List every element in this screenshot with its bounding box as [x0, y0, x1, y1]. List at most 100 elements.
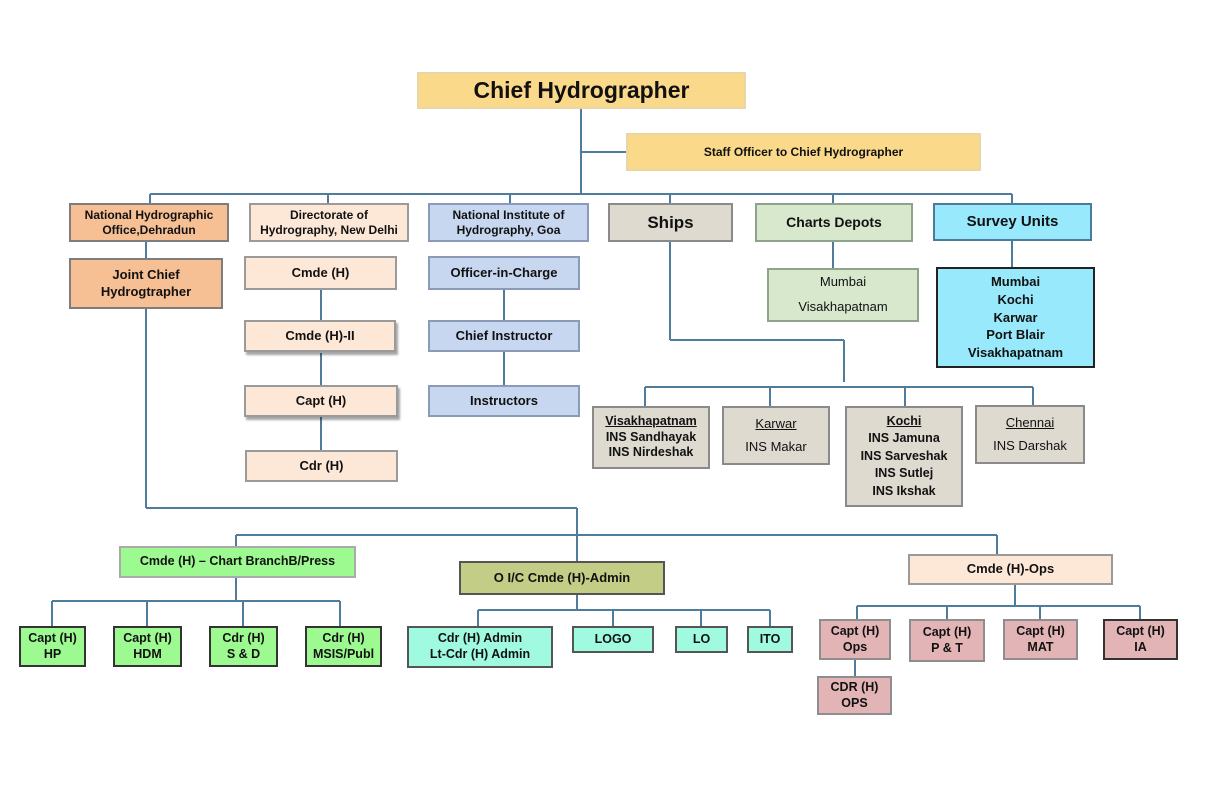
staff-officer-box: Staff Officer to Chief Hydrographer — [626, 133, 981, 171]
chart-branch-header-box: Cmde (H) – Chart BranchB/Press — [119, 546, 356, 578]
admin-post-box: Cdr (H) Admin Lt-Cdr (H) Admin — [407, 626, 553, 668]
nho-header-line1: National Hydrographic — [84, 207, 214, 222]
survey-location-label: Mumbai — [990, 273, 1041, 289]
chart-branch-post-box: Capt (H) HDM — [113, 626, 182, 667]
ops-post-box: Capt (H) Ops — [819, 619, 891, 660]
admin-header-box: O I/C Cmde (H)-Admin — [459, 561, 665, 595]
nho-header-line2: Office,Dehradun — [102, 222, 196, 237]
admin-header-label: O I/C Cmde (H)-Admin — [493, 569, 631, 585]
post-line1: Capt (H) — [922, 624, 972, 639]
charts-depots-header-box: Charts Depots — [755, 203, 913, 242]
admin-post-line1: Cdr (H) Admin — [437, 631, 523, 646]
post-line2: S & D — [226, 646, 261, 661]
logo-post-box: LOGO — [572, 626, 654, 653]
ship-group-box: Chennai INS Darshak — [975, 405, 1085, 464]
charts-depots-header-label: Charts Depots — [786, 213, 882, 230]
doh-post-label: Cmde (H) — [291, 264, 350, 280]
post-line1: Capt (H) — [28, 630, 77, 645]
survey-location-label: Visakhapatnam — [967, 345, 1064, 361]
survey-units-list-box: Mumbai Kochi Karwar Port Blair Visakhapa… — [936, 267, 1095, 368]
ship-port-label: Chennai — [1005, 415, 1055, 431]
ship-name-label: INS Sarveshak — [860, 448, 948, 463]
survey-location-label: Kochi — [997, 291, 1034, 307]
doh-post-box: Capt (H) — [244, 385, 398, 417]
post-line2: MSIS/Publ — [312, 646, 375, 661]
ship-name-label: INS Ikshak — [872, 483, 936, 498]
post-line2: OPS — [841, 695, 868, 710]
survey-units-header-box: Survey Units — [933, 203, 1092, 241]
joint-chief-box: Joint Chief Hydrogtrapher — [69, 258, 223, 309]
ship-name-label: INS Sandhayak — [605, 429, 697, 444]
ship-group-box: Visakhapatnam INS Sandhayak INS Nirdesha… — [592, 406, 710, 469]
nih-post-box: Instructors — [428, 385, 580, 417]
ships-header-box: Ships — [608, 203, 733, 242]
ships-header-label: Ships — [647, 212, 694, 232]
doh-header-line1: Directorate of — [289, 207, 369, 222]
nih-header-line2: Hydrography, Goa — [456, 222, 561, 237]
ops-header-label: Cmde (H)-Ops — [966, 561, 1055, 577]
ship-name-label: INS Makar — [745, 438, 807, 454]
chart-branch-post-box: Cdr (H) MSIS/Publ — [305, 626, 382, 667]
ops-post-box: Capt (H) MAT — [1003, 619, 1078, 660]
ship-name-label: INS Sutlej — [874, 466, 934, 481]
depot-location-label: Mumbai — [819, 274, 867, 290]
doh-post-label: Cmde (H)-II — [285, 327, 355, 343]
post-line1: Capt (H) — [830, 623, 880, 638]
ship-name-label: INS Jamuna — [868, 431, 940, 446]
ops-header-box: Cmde (H)-Ops — [908, 554, 1113, 585]
doh-header-line2: Hydrography, New Delhi — [260, 222, 398, 237]
post-line2: HDM — [133, 646, 162, 661]
logo-post-label: LOGO — [594, 631, 632, 646]
nih-post-label: Instructors — [470, 392, 538, 408]
nih-post-box: Chief Instructor — [428, 320, 580, 352]
lo-post-box: LO — [675, 626, 728, 653]
staff-officer-label: Staff Officer to Chief Hydrographer — [703, 144, 904, 159]
ship-port-label: Kochi — [886, 413, 922, 428]
ship-name-label: INS Nirdeshak — [608, 445, 694, 460]
depot-location-label: Visakhapatnam — [798, 299, 888, 314]
ops-post-box: Capt (H) IA — [1103, 619, 1178, 660]
admin-post-line2: Lt-Cdr (H) Admin — [429, 647, 531, 661]
post-line2: P & T — [931, 640, 963, 655]
post-line1: Capt (H) — [1116, 623, 1165, 638]
chart-branch-header-label: Cmde (H) – Chart BranchB/Press — [139, 554, 336, 569]
survey-units-header-label: Survey Units — [966, 212, 1059, 230]
ship-name-label: INS Darshak — [993, 437, 1067, 453]
nih-header-box: National Institute of Hydrography, Goa — [428, 203, 589, 242]
joint-chief-line2: Hydrogtrapher — [100, 283, 192, 299]
nih-post-box: Officer-in-Charge — [428, 256, 580, 290]
post-line1: Capt (H) — [123, 630, 172, 645]
post-line1: Cdr (H) — [322, 630, 365, 645]
post-line1: CDR (H) — [830, 679, 879, 694]
doh-post-label: Cdr (H) — [299, 457, 344, 473]
chart-branch-post-box: Cdr (H) S & D — [209, 626, 278, 667]
nih-post-label: Officer-in-Charge — [450, 264, 558, 280]
post-line2: Ops — [842, 639, 868, 654]
nih-post-label: Chief Instructor — [455, 327, 553, 343]
post-line1: Capt (H) — [1016, 623, 1065, 638]
chart-branch-post-box: Capt (H) HP — [19, 626, 86, 667]
ship-port-label: Visakhapatnam — [605, 414, 697, 429]
nho-header-box: National Hydrographic Office,Dehradun — [69, 203, 229, 242]
chief-hydrographer-label: Chief Hydrographer — [473, 77, 690, 104]
ito-post-label: ITO — [759, 631, 781, 646]
doh-header-box: Directorate of Hydrography, New Delhi — [249, 203, 409, 242]
ship-group-box: Kochi INS Jamuna INS Sarveshak INS Sutle… — [845, 406, 963, 507]
ops-post-box: Capt (H) P & T — [909, 619, 985, 662]
ito-post-box: ITO — [747, 626, 793, 653]
doh-post-box: Cmde (H) — [244, 256, 397, 290]
post-line2: HP — [43, 646, 62, 661]
nih-header-line1: National Institute of — [452, 207, 565, 222]
chief-hydrographer-box: Chief Hydrographer — [417, 72, 746, 109]
ops-sub-post-box: CDR (H) OPS — [817, 676, 892, 715]
joint-chief-line1: Joint Chief — [112, 267, 180, 283]
post-line2: IA — [1134, 639, 1147, 654]
doh-post-box: Cdr (H) — [245, 450, 398, 482]
doh-post-box: Cmde (H)-II — [244, 320, 396, 352]
post-line1: Cdr (H) — [222, 630, 265, 645]
survey-location-label: Port Blair — [986, 327, 1045, 343]
lo-post-label: LO — [692, 631, 711, 646]
ship-port-label: Karwar — [755, 416, 797, 432]
post-line2: MAT — [1027, 639, 1054, 654]
